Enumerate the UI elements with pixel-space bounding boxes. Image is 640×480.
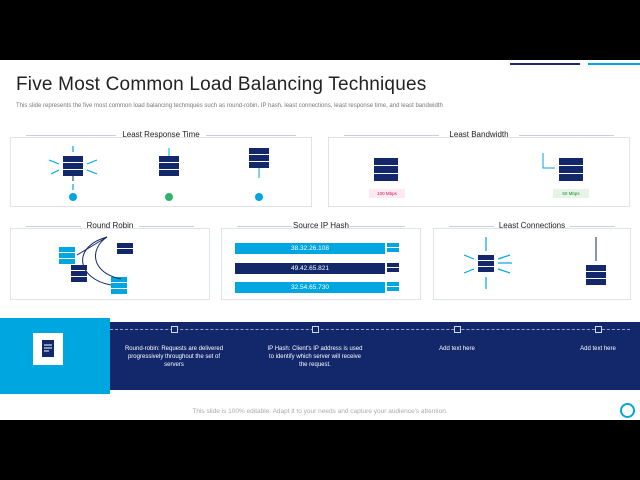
timeline-dot bbox=[454, 326, 461, 333]
timeline-dot bbox=[595, 326, 602, 333]
page-subtitle: This slide represents the five most comm… bbox=[16, 103, 443, 109]
ip-address-row: 49.42.65.821 bbox=[235, 263, 385, 274]
panel-round-robin: Round Robin bbox=[10, 221, 210, 300]
timeline-text: Round-robin: Requests are delivered prog… bbox=[124, 346, 224, 368]
server-icon bbox=[71, 265, 87, 282]
slide: Five Most Common Load Balancing Techniqu… bbox=[0, 60, 640, 420]
server-icon bbox=[387, 243, 399, 252]
top-accent-bar bbox=[0, 60, 640, 65]
server-icon bbox=[159, 148, 179, 176]
round-robin-diagram bbox=[59, 236, 133, 294]
server-icon bbox=[111, 277, 127, 294]
bandwidth-badge: 50 Mbps bbox=[553, 189, 589, 198]
server-icon bbox=[387, 263, 399, 272]
server-icon bbox=[59, 247, 75, 264]
ip-address-row: 32.54.65.730 bbox=[235, 282, 385, 293]
panel-title: Source IP Hash bbox=[293, 221, 349, 230]
server-icon bbox=[478, 255, 494, 272]
timeline-text: Add text here bbox=[439, 346, 475, 352]
ip-hash-servers bbox=[387, 243, 399, 291]
server-icon bbox=[374, 158, 398, 181]
circle-icon bbox=[620, 403, 635, 418]
panel-least-bandwidth: Least Bandwidth 100 Mbps 50 Mbps bbox=[328, 130, 630, 207]
clock-icon bbox=[69, 193, 77, 201]
footer-note: This slide is 100% editable. Adapt it to… bbox=[192, 408, 448, 415]
server-icon bbox=[559, 158, 583, 181]
page-title: Five Most Common Load Balancing Techniqu… bbox=[16, 74, 427, 95]
check-icon bbox=[165, 193, 173, 201]
timeline-dot bbox=[171, 326, 178, 333]
least-connections-diagram bbox=[463, 237, 606, 289]
timeline-line bbox=[110, 329, 630, 330]
document-icon bbox=[32, 332, 64, 366]
panel-title: Least Connections bbox=[498, 221, 566, 230]
panel-least-connections: Least Connections bbox=[433, 221, 631, 300]
clock-icon bbox=[255, 193, 263, 201]
timeline-text: Add text here bbox=[580, 346, 616, 352]
timeline-dot bbox=[312, 326, 319, 333]
panel-least-response-time: Least Response Time bbox=[10, 130, 312, 207]
panel-title: Least Bandwidth bbox=[449, 130, 509, 139]
least-bandwidth-diagram bbox=[374, 153, 583, 181]
server-icon bbox=[117, 243, 133, 254]
server-icon bbox=[249, 148, 269, 178]
server-icon bbox=[586, 265, 606, 285]
timeline-text: IP Hash: Client's IP address is used to … bbox=[267, 346, 363, 368]
bandwidth-badge: 100 Mbps bbox=[369, 189, 405, 198]
server-icon bbox=[387, 282, 399, 291]
least-response-time-diagram bbox=[48, 146, 269, 201]
server-icon bbox=[63, 156, 83, 181]
panel-title: Least Response Time bbox=[122, 130, 200, 139]
ip-address-row: 38.32.26.108 bbox=[235, 243, 385, 254]
panel-title: Round Robin bbox=[86, 221, 134, 230]
